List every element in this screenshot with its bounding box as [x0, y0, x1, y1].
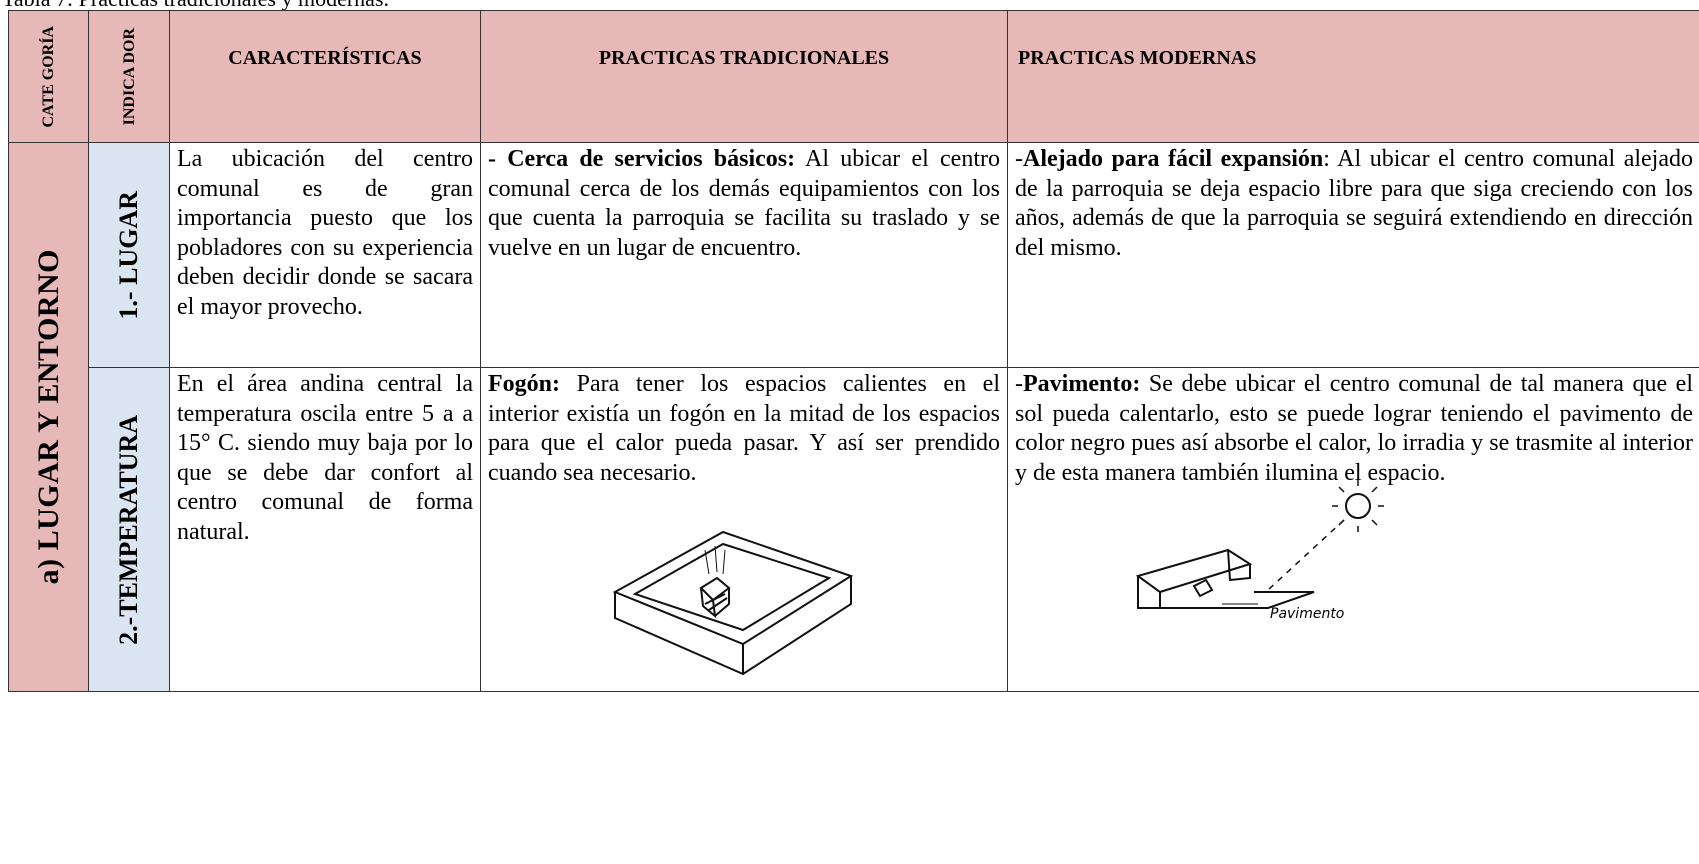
trad-title: - Cerca de servicios básicos: [488, 146, 796, 172]
pavimento-sketch: Pavimento [1135, 480, 1384, 622]
tradicionales-cell: - Cerca de servicios básicos: Al ubicar … [480, 142, 1008, 368]
caracteristicas-cell: La ubicación del centro comunal es de gr… [169, 142, 481, 368]
header-row: CATE GORÍA INDICA DOR CARACTERÍSTICAS PR… [8, 10, 1699, 143]
indicator-cell: 2.-TEMPERATURA [88, 367, 170, 692]
trad-title: Fogón: [488, 371, 560, 397]
indicator-cell: 1.- LUGAR [88, 142, 170, 368]
category-label: a) LUGAR Y ENTORNO [31, 248, 65, 585]
indicator-label: 2.-TEMPERATURA [114, 414, 143, 645]
tradicionales-cell: Fogón: Para tener los espacios calientes… [480, 367, 1008, 692]
header-caracteristicas: CARACTERÍSTICAS [169, 10, 481, 143]
pavimento-sketch-label: Pavimento [1270, 606, 1344, 622]
trad-text: Para tener los espacios calientes en el … [488, 371, 1000, 486]
modernas-cell: -Pavimento: Se debe ubicar el centro com… [1007, 367, 1699, 692]
indicator-label: 1.- LUGAR [114, 190, 143, 320]
header-tradicionales: PRACTICAS TRADICIONALES [480, 10, 1008, 143]
practices-table: CATE GORÍA INDICA DOR CARACTERÍSTICAS PR… [8, 10, 1699, 692]
caracteristicas-cell: En el área andina central la temperatura… [169, 367, 481, 692]
fogon-sketch [612, 530, 854, 676]
mod-title: Pavimento: [1023, 371, 1141, 397]
modernas-cell: -Alejado para fácil expansión: Al ubicar… [1007, 142, 1699, 368]
mod-title: Alejado para fácil expansión [1023, 146, 1324, 172]
header-modernas: PRACTICAS MODERNAS [1007, 10, 1699, 143]
category-cell: a) LUGAR Y ENTORNO [8, 142, 89, 692]
header-categoria: CATE GORÍA [8, 10, 89, 143]
trad-text: Al ubicar el centro comunal cerca de los… [488, 146, 1000, 261]
header-indicador: INDICA DOR [88, 10, 170, 143]
mod-text: : Al ubicar el centro comunal alejado de… [1015, 146, 1693, 261]
table-caption: Tabla 7: Practicas tradicionales y moder… [2, 0, 389, 12]
table-row: a) LUGAR Y ENTORNO 1.- LUGAR La ubicació… [8, 142, 1699, 692]
mod-text: Se debe ubicar el centro comunal de tal … [1015, 371, 1693, 486]
table-row: 2.-TEMPERATURA En el área andina central… [9, 367, 1699, 692]
